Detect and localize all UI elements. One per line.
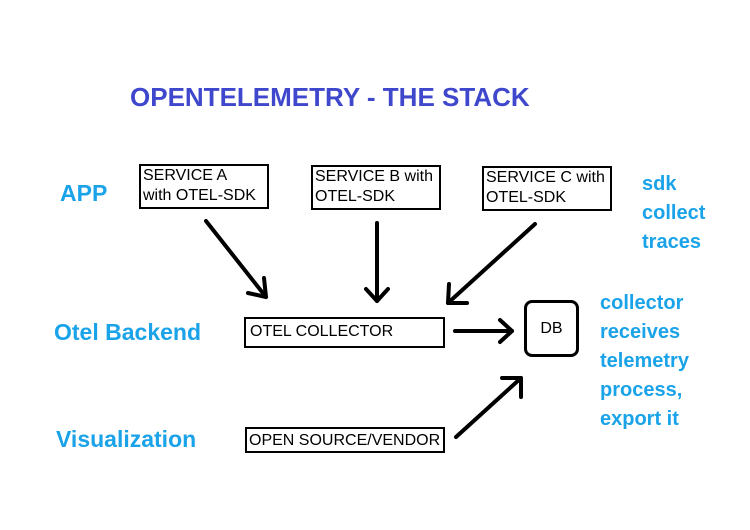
collector-note-line: export it: [600, 408, 679, 430]
collector-note-line: telemetry: [600, 350, 689, 372]
db-box: DB: [524, 300, 579, 357]
arrow-service-a-to-collector: [204, 219, 268, 299]
arrow-visualization-to-db: [454, 376, 523, 439]
sdk-note-line: traces: [642, 231, 701, 253]
service-a-box: SERVICE A with OTEL-SDK: [139, 164, 269, 209]
layer-label-visualization: Visualization: [56, 426, 197, 452]
db-label: DB: [540, 319, 563, 337]
service-b-box: SERVICE B with OTEL-SDK: [311, 165, 441, 210]
service-c-box: SERVICE C with OTEL-SDK: [482, 166, 612, 211]
diagram-title: OPENTELEMETRY - THE STACK: [130, 82, 530, 112]
collector-note-line: collector: [600, 292, 684, 314]
layer-label-backend: Otel Backend: [54, 319, 201, 345]
sdk-note: sdk collect traces: [642, 170, 705, 257]
service-a-label-line1: SERVICE A: [143, 167, 228, 184]
service-c-label-line2: OTEL-SDK: [486, 189, 567, 206]
sdk-note-line: sdk: [642, 173, 677, 195]
arrow-service-b-to-collector: [364, 221, 390, 303]
otel-collector-label: OTEL COLLECTOR: [250, 323, 394, 340]
collector-note: collector receives telemetry process, ex…: [600, 289, 689, 434]
sdk-note-line: collect: [642, 202, 706, 224]
service-b-label-line2: OTEL-SDK: [315, 188, 396, 205]
arrow-collector-to-db: [453, 318, 514, 344]
otel-collector-box: OTEL COLLECTOR: [244, 317, 445, 348]
visualization-vendor-label: OPEN SOURCE/VENDOR: [249, 432, 441, 449]
collector-note-line: receives: [600, 321, 681, 343]
visualization-vendor-box: OPEN SOURCE/VENDOR: [245, 427, 445, 453]
service-b-label-line1: SERVICE B with: [315, 168, 433, 185]
layer-label-app: APP: [60, 180, 108, 206]
collector-note-line: process,: [600, 379, 683, 401]
service-a-label-line2: with OTEL-SDK: [143, 187, 256, 204]
arrow-service-c-to-collector: [446, 222, 537, 305]
service-c-label-line1: SERVICE C with: [486, 169, 605, 186]
